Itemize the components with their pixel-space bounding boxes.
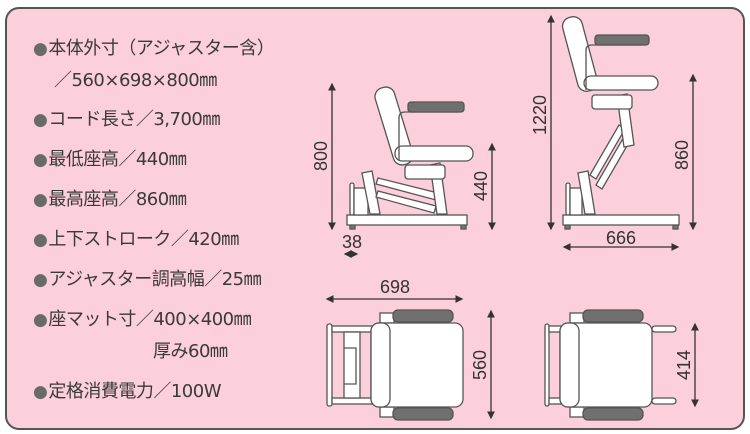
- dim-label-1220: 1220: [530, 95, 550, 135]
- spec-label: 定格消費電力／100W: [48, 381, 221, 402]
- bullet-icon: ●: [33, 310, 48, 330]
- spec-stroke: ●上下ストローク／420㎜: [33, 225, 239, 251]
- bullet-icon: ●: [33, 230, 48, 250]
- spec-label: コード長さ／3,700㎜: [48, 109, 220, 130]
- spec-label: 座マット寸／400×400㎜: [48, 309, 252, 330]
- bullet-icon: ●: [33, 39, 48, 59]
- spec-label: 最低座高／440㎜: [48, 149, 187, 170]
- bullet-icon: ●: [33, 382, 48, 402]
- spec-adjuster-range: ●アジャスター調高幅／25㎜: [33, 265, 262, 291]
- bullet-icon: ●: [33, 150, 48, 170]
- spec-seat-mat: ●座マット寸／400×400㎜: [33, 305, 252, 331]
- spec-outer-dimensions-value: ／560×698×800㎜: [54, 70, 217, 91]
- dim-label-414: 414: [674, 350, 694, 380]
- spec-label: 本体外寸（アジャスター含）: [48, 38, 275, 59]
- spec-outer-dimensions: ●本体外寸（アジャスター含）: [33, 34, 275, 60]
- spec-label: 最高座高／860㎜: [48, 189, 187, 210]
- dim-label-698: 698: [380, 277, 410, 297]
- bullet-icon: ●: [33, 190, 48, 210]
- spec-max-seat-height: ●最高座高／860㎜: [33, 185, 187, 211]
- spec-label: アジャスター調高幅／25㎜: [48, 269, 262, 290]
- dim-label-860: 860: [672, 140, 692, 170]
- chair-top-view-raised: [544, 309, 699, 421]
- chair-top-view-folded: [325, 295, 495, 421]
- dim-label-800: 800: [311, 141, 331, 171]
- bullet-icon: ●: [33, 110, 48, 130]
- bullet-icon: ●: [33, 270, 48, 290]
- dim-label-560: 560: [470, 350, 490, 380]
- chair-side-view-high: [547, 14, 697, 251]
- spec-power: ●定格消費電力／100W: [33, 377, 221, 403]
- dim-label-666: 666: [606, 228, 636, 248]
- dim-label-440: 440: [471, 171, 491, 201]
- dim-label-38: 38: [342, 232, 362, 252]
- spec-cord-length: ●コード長さ／3,700㎜: [33, 105, 220, 131]
- spec-label: 上下ストローク／420㎜: [48, 229, 239, 250]
- chair-side-view-low: [328, 82, 496, 258]
- spec-min-seat-height: ●最低座高／440㎜: [33, 145, 187, 171]
- spec-seat-mat-thickness: 厚み60㎜: [153, 341, 228, 362]
